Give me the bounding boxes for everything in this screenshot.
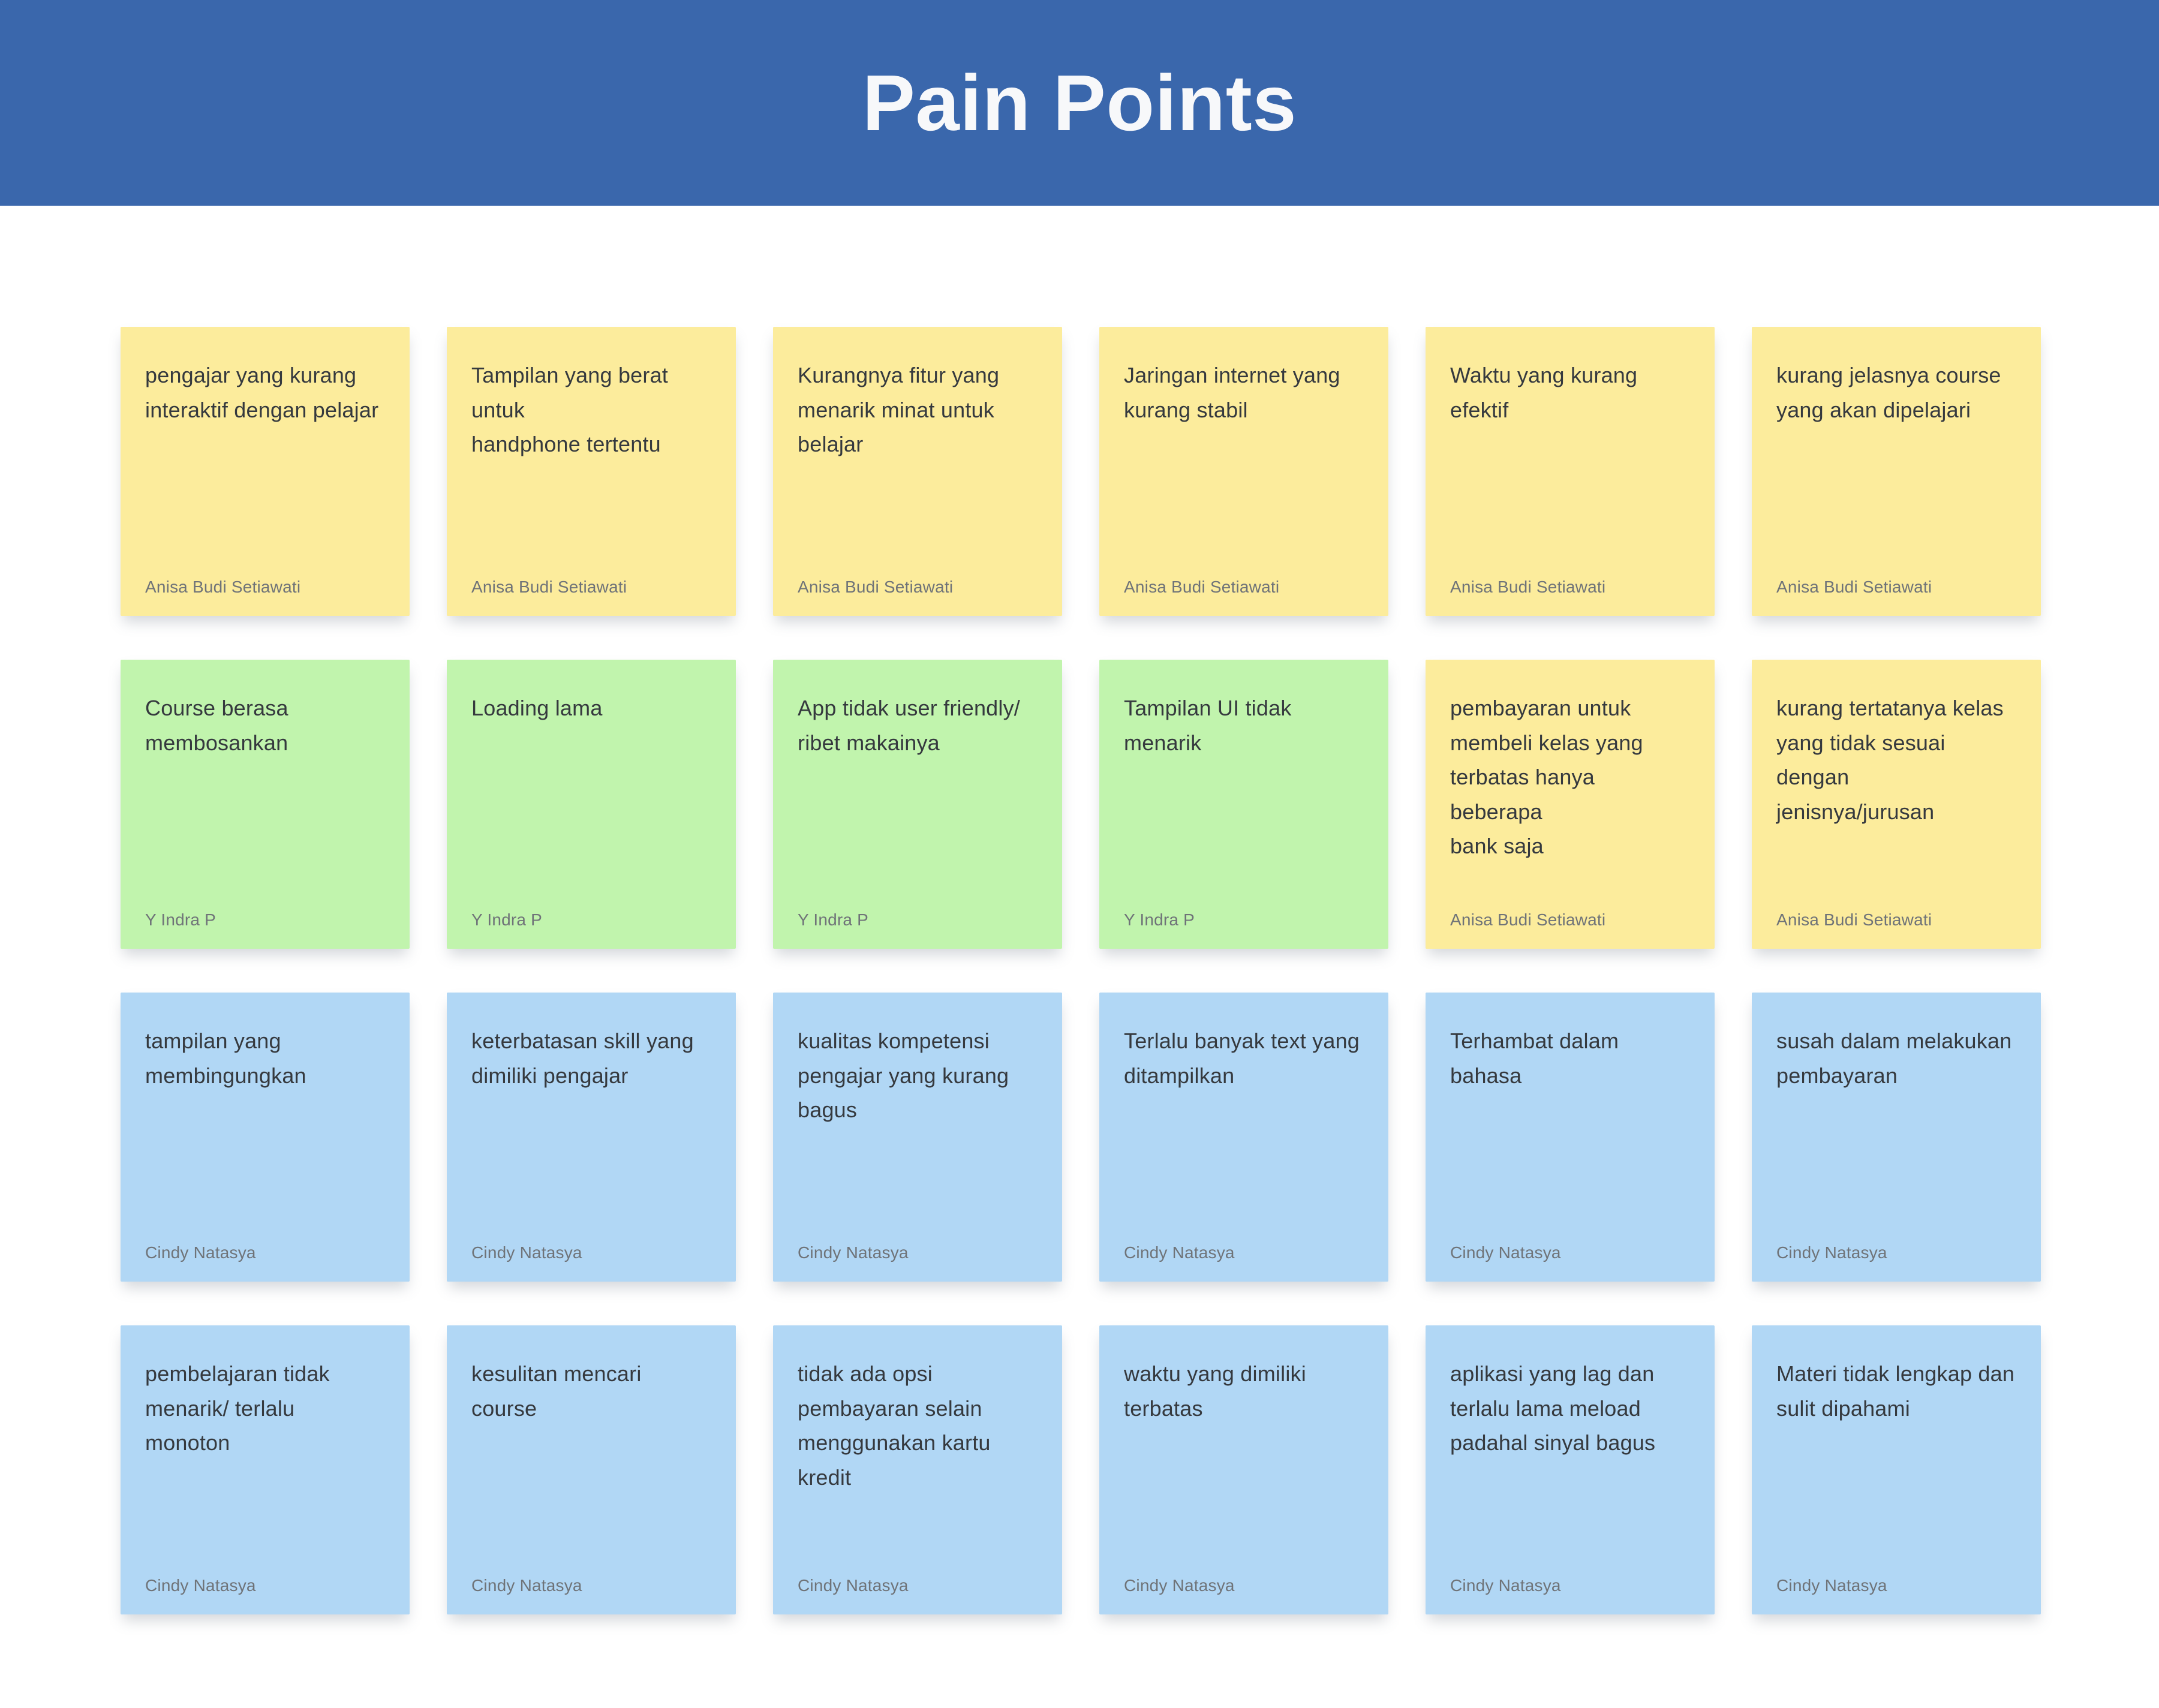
note-text: kurang tertatanya kelas yang tidak sesua… — [1776, 696, 2004, 824]
note-text: Waktu yang kurang efektif — [1450, 363, 1638, 422]
note-text: aplikasi yang lag dan terlalu lama meloa… — [1450, 1361, 1656, 1456]
note-text: Jaringan internet yang kurang stabil — [1124, 363, 1340, 422]
note-author: Cindy Natasya — [471, 1576, 582, 1595]
page-title: Pain Points — [862, 59, 1297, 147]
sticky-note[interactable]: Tampilan UI tidak menarik Y Indra P — [1099, 660, 1388, 949]
sticky-note[interactable]: App tidak user friendly/ ribet makainya … — [773, 660, 1062, 949]
note-author: Y Indra P — [1124, 910, 1195, 929]
note-text: App tidak user friendly/ ribet makainya — [798, 696, 1020, 755]
note-author: Anisa Budi Setiawati — [1450, 910, 1606, 929]
note-author: Anisa Budi Setiawati — [1776, 578, 1932, 596]
note-text: pembayaran untuk membeli kelas yang terb… — [1450, 696, 1643, 859]
note-author: Cindy Natasya — [798, 1576, 909, 1595]
note-author: Anisa Budi Setiawati — [1124, 578, 1280, 596]
sticky-note[interactable]: kesulitan mencari course Cindy Natasya — [447, 1325, 736, 1614]
sticky-note[interactable]: pengajar yang kurang interaktif dengan p… — [121, 327, 410, 616]
sticky-note[interactable]: Materi tidak lengkap dan sulit dipahami … — [1752, 1325, 2041, 1614]
note-author: Cindy Natasya — [1450, 1243, 1561, 1262]
note-text: tidak ada opsi pembayaran selain menggun… — [798, 1361, 991, 1490]
note-text: pembelajaran tidak menarik/ terlalu mono… — [145, 1361, 330, 1456]
sticky-note[interactable]: tampilan yang membingungkan Cindy Natasy… — [121, 993, 410, 1282]
note-author: Anisa Budi Setiawati — [145, 578, 301, 596]
note-author: Cindy Natasya — [471, 1243, 582, 1262]
note-text: susah dalam melakukan pembayaran — [1776, 1029, 2012, 1088]
note-text: Tampilan yang berat untuk handphone tert… — [471, 363, 668, 457]
note-author: Anisa Budi Setiawati — [471, 578, 627, 596]
note-author: Cindy Natasya — [145, 1243, 256, 1262]
note-author: Y Indra P — [471, 910, 543, 929]
note-text: keterbatasan skill yang dimiliki pengaja… — [471, 1029, 694, 1088]
note-author: Cindy Natasya — [1124, 1576, 1235, 1595]
sticky-note[interactable]: kurang tertatanya kelas yang tidak sesua… — [1752, 660, 2041, 949]
note-text: Terhambat dalam bahasa — [1450, 1029, 1619, 1088]
note-text: Terlalu banyak text yang ditampilkan — [1124, 1029, 1360, 1088]
sticky-note[interactable]: Course berasa membosankan Y Indra P — [121, 660, 410, 949]
note-author: Cindy Natasya — [1776, 1243, 1887, 1262]
sticky-note[interactable]: kualitas kompetensi pengajar yang kurang… — [773, 993, 1062, 1282]
board: pengajar yang kurang interaktif dengan p… — [121, 327, 2041, 1614]
note-text: Course berasa membosankan — [145, 696, 288, 755]
sticky-note[interactable]: Tampilan yang berat untuk handphone tert… — [447, 327, 736, 616]
sticky-note[interactable]: kurang jelasnya course yang akan dipelaj… — [1752, 327, 2041, 616]
sticky-note[interactable]: susah dalam melakukan pembayaran Cindy N… — [1752, 993, 2041, 1282]
note-text: kurang jelasnya course yang akan dipelaj… — [1776, 363, 2001, 422]
sticky-note[interactable]: aplikasi yang lag dan terlalu lama meloa… — [1426, 1325, 1715, 1614]
header-banner: Pain Points — [0, 0, 2159, 206]
note-author: Anisa Budi Setiawati — [1776, 910, 1932, 929]
sticky-note[interactable]: keterbatasan skill yang dimiliki pengaja… — [447, 993, 736, 1282]
note-author: Cindy Natasya — [1124, 1243, 1235, 1262]
note-text: Loading lama — [471, 696, 603, 720]
sticky-note[interactable]: pembayaran untuk membeli kelas yang terb… — [1426, 660, 1715, 949]
sticky-note[interactable]: tidak ada opsi pembayaran selain menggun… — [773, 1325, 1062, 1614]
note-author: Cindy Natasya — [1450, 1576, 1561, 1595]
note-text: Kurangnya fitur yang menarik minat untuk… — [798, 363, 1000, 457]
note-author: Cindy Natasya — [1776, 1576, 1887, 1595]
note-text: pengajar yang kurang interaktif dengan p… — [145, 363, 379, 422]
sticky-note[interactable]: pembelajaran tidak menarik/ terlalu mono… — [121, 1325, 410, 1614]
note-author: Anisa Budi Setiawati — [798, 578, 954, 596]
sticky-note[interactable]: Kurangnya fitur yang menarik minat untuk… — [773, 327, 1062, 616]
sticky-note[interactable]: Waktu yang kurang efektif Anisa Budi Set… — [1426, 327, 1715, 616]
note-text: kesulitan mencari course — [471, 1361, 642, 1421]
note-text: waktu yang dimiliki terbatas — [1124, 1361, 1306, 1421]
note-text: kualitas kompetensi pengajar yang kurang… — [798, 1029, 1009, 1123]
sticky-note[interactable]: Terlalu banyak text yang ditampilkan Cin… — [1099, 993, 1388, 1282]
note-text: Tampilan UI tidak menarik — [1124, 696, 1292, 755]
note-author: Cindy Natasya — [145, 1576, 256, 1595]
note-text: tampilan yang membingungkan — [145, 1029, 306, 1088]
sticky-note[interactable]: waktu yang dimiliki terbatas Cindy Natas… — [1099, 1325, 1388, 1614]
note-author: Cindy Natasya — [798, 1243, 909, 1262]
note-author: Y Indra P — [798, 910, 869, 929]
note-text: Materi tidak lengkap dan sulit dipahami — [1776, 1361, 2015, 1421]
sticky-note[interactable]: Jaringan internet yang kurang stabil Ani… — [1099, 327, 1388, 616]
sticky-note[interactable]: Terhambat dalam bahasa Cindy Natasya — [1426, 993, 1715, 1282]
sticky-note[interactable]: Loading lama Y Indra P — [447, 660, 736, 949]
note-author: Y Indra P — [145, 910, 216, 929]
note-author: Anisa Budi Setiawati — [1450, 578, 1606, 596]
